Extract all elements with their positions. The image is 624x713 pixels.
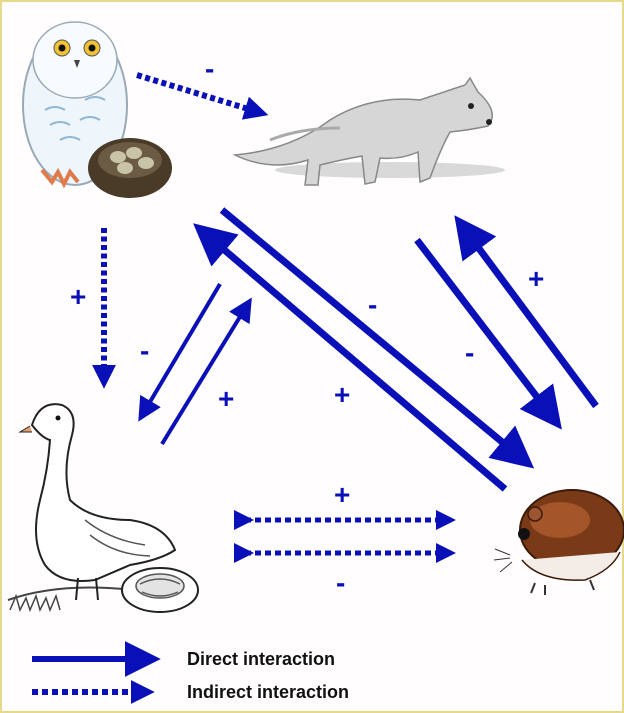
sign-goose-fox: +	[218, 383, 234, 414]
legend-direct-label: Direct interaction	[187, 649, 335, 669]
sign-lemming-fox: +	[334, 379, 350, 410]
arrow-lemming-fox-right	[466, 231, 596, 406]
snowy-owl-icon	[23, 22, 172, 198]
arrow-lemming-fox-direct	[208, 236, 505, 489]
sign-owl-fox: -	[205, 53, 214, 84]
arrow-fox-goose-direct	[144, 284, 220, 412]
sign-lemming-fox-right: +	[528, 263, 544, 294]
arctic-fox-icon	[235, 78, 505, 185]
sign-goose-lemming-plus: +	[334, 479, 350, 510]
sign-fox-lemming: -	[368, 289, 377, 320]
arrow-goose-fox-direct	[162, 307, 246, 444]
legend-indirect-label: Indirect interaction	[187, 682, 349, 702]
sign-owl-goose: +	[70, 281, 86, 312]
lemming-icon	[494, 490, 624, 595]
sign-fox-goose: -	[140, 335, 149, 366]
legend: Direct interaction Indirect interaction	[32, 649, 349, 702]
sign-goose-lemming-minus: -	[336, 567, 345, 598]
arrow-owl-fox-indirect	[137, 75, 258, 112]
sign-fox-lemming-right: -	[465, 337, 474, 368]
